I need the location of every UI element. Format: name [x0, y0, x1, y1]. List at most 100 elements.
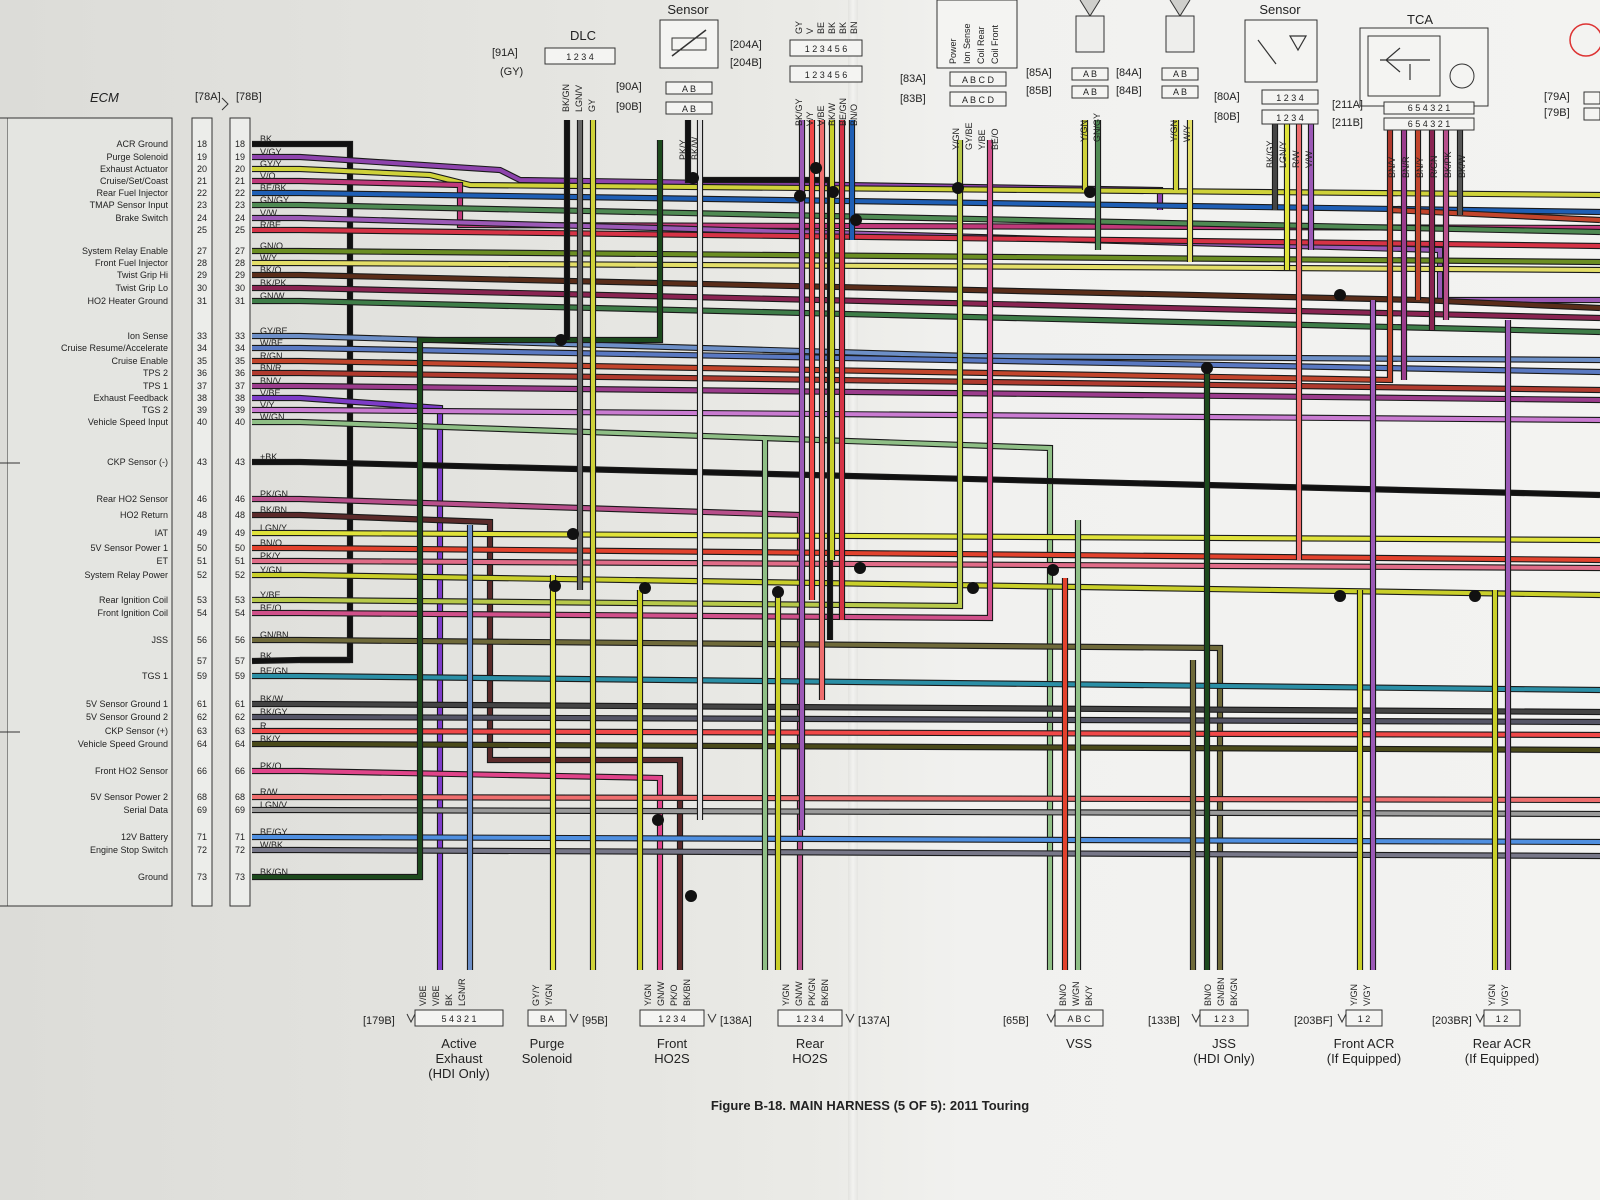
- sensor-90-wire-label: PK/Y: [678, 139, 688, 160]
- ecm-pin-number-b: 72: [235, 845, 245, 855]
- ecm-wire-56-outline: [252, 636, 1224, 970]
- ecm-wire-66-outline: [252, 767, 664, 970]
- ecm-pin-number-a: 31: [197, 296, 207, 306]
- ecm-wire-color-label: BN/V: [260, 376, 281, 386]
- ecm-pin-number-a: 28: [197, 258, 207, 268]
- ecm-pin-number-b: 43: [235, 457, 245, 467]
- ecm-pin-function: Purge Solenoid: [106, 152, 168, 162]
- ecm-wire-color-label: V/Y: [260, 400, 275, 410]
- ecm-pin-number-b: 18: [235, 139, 245, 149]
- ecm-wire-color-label: V/O: [260, 171, 276, 181]
- ecm-wire-color-label: BE/GN: [260, 666, 288, 676]
- conn_85-wire-label: GN/GY: [1092, 113, 1102, 142]
- ecm-pin-number-b: 31: [235, 296, 245, 306]
- ecm-outline: [0, 117, 9, 907]
- ecm-pin-number-b: 48: [235, 510, 245, 520]
- tca-wire-label: BN/R: [1401, 156, 1411, 178]
- ecm-pin-function: 5V Sensor Power 2: [90, 792, 168, 802]
- ecm-pin-number-a: 63: [197, 726, 207, 736]
- sensor-80-wire-label: R/W: [1291, 150, 1301, 168]
- ecm-wire-color-label: BN/O: [260, 538, 282, 548]
- bottom-wire-label: V/GY: [1362, 984, 1372, 1006]
- junction-dot: [685, 890, 697, 902]
- ecm-pin-number-b: 22: [235, 188, 245, 198]
- sensor-80-title: Sensor: [1259, 2, 1301, 17]
- ecm-wire-28: [252, 261, 1600, 272]
- conn-204-top-wire-label: GY: [794, 21, 804, 34]
- bottom-component-name: Front ACR(If Equipped): [1327, 1036, 1401, 1066]
- bottom-connector-label: [179B]: [363, 1015, 395, 1027]
- bottom-component-name-line: Active: [441, 1036, 476, 1051]
- component-79-symbol: [1569, 23, 1600, 57]
- sensor-90-element: [671, 37, 707, 51]
- sensor-80-wire-label: BK/GY: [1265, 140, 1275, 168]
- ecm-pin-function: Cruise/Set/Coast: [100, 176, 169, 186]
- ecm-pin-number-a: 56: [197, 635, 207, 645]
- conn-83a-label: [83A]: [900, 73, 926, 85]
- bottom-connector-4: [1054, 1009, 1104, 1027]
- ecm-pin-number-b: 69: [235, 805, 245, 815]
- conn_85-plug-top: [1079, 0, 1101, 17]
- bottom-component-name-line: Rear: [796, 1036, 825, 1051]
- ecm-wire-39: [252, 408, 1600, 422]
- bottom-component-name: Rear ACR(If Equipped): [1465, 1036, 1539, 1066]
- ecm-wire-61: [252, 702, 1600, 714]
- bottom-component-name-line: Front: [657, 1036, 688, 1051]
- ecm-pin-number-b: 34: [235, 343, 245, 353]
- ecm-pin-number-a: 57: [197, 656, 207, 666]
- ecm-pin-number-a: 50: [197, 543, 207, 553]
- ecm-wire-color-label: R/W: [260, 787, 278, 797]
- conn-204-wire-label: BK/W: [827, 102, 837, 126]
- ecm-pin-number-a: 59: [197, 671, 207, 681]
- bottom-wire-label: BK/BN: [682, 979, 692, 1006]
- ecm-pin-number-a: 20: [197, 164, 207, 174]
- mate-symbol: [221, 97, 229, 111]
- ecm-pin-number-a: 71: [197, 832, 207, 842]
- ecm-pin-number-b: 38: [235, 393, 245, 403]
- conn-83b: [949, 91, 1007, 107]
- sensor-90-wire-label: BK/W: [690, 136, 700, 160]
- conn_85-pins-b: A B: [1083, 87, 1097, 97]
- ecm-pin-function: Rear HO2 Sensor: [96, 494, 168, 504]
- ecm-pin-number-b: 64: [235, 739, 245, 749]
- junction-layer: [549, 162, 1481, 902]
- bottom-component-name-line: Purge: [530, 1036, 565, 1051]
- conn_84-pins-b: A B: [1173, 87, 1187, 97]
- junction-dot: [1084, 186, 1096, 198]
- junction-dot: [794, 190, 806, 202]
- sensor-90-pins-b: A B: [682, 104, 696, 114]
- ecm-wire-color-label: +BK: [260, 452, 277, 462]
- bottom-connector-label: [95B]: [582, 1015, 608, 1027]
- bottom-connector-6: [1345, 1009, 1383, 1027]
- junction-dot: [952, 182, 964, 194]
- ecm-wire-50: [252, 546, 1600, 562]
- ecm-wire-color-label: BK/BN: [260, 505, 287, 515]
- bottom-connector-1: [527, 1009, 567, 1027]
- junction-dot: [810, 162, 822, 174]
- tca-wire-label: BN/Y: [1415, 157, 1425, 178]
- bottom-component-name-line: (HDI Only): [428, 1066, 489, 1081]
- ecm-wire-34: [252, 346, 1600, 374]
- ecm-pin-function: System Relay Enable: [82, 246, 168, 256]
- wire-layer: [251, 120, 1600, 970]
- ecm-pin-number-a: 61: [197, 699, 207, 709]
- ecm-pin-number-a: 43: [197, 457, 207, 467]
- ecm-pin-number-a: 33: [197, 331, 207, 341]
- ecm-pin-number-b: 46: [235, 494, 245, 504]
- ecm-pin-number-b: 52: [235, 570, 245, 580]
- junction-dot: [854, 562, 866, 574]
- conn-83-pin-label: Coil Front: [990, 24, 1000, 64]
- bottom-wire-label: BK: [444, 994, 454, 1006]
- ecm-pin-number-a: 34: [197, 343, 207, 353]
- conn_84-conn-a-label: [84A]: [1116, 67, 1142, 79]
- conn-204-top-wire-label: BE: [816, 22, 826, 34]
- ecm-wire-color-label: BK/GY: [260, 707, 288, 717]
- ecm-wire-68: [252, 795, 1600, 802]
- bottom-component-name-line: HO2S: [654, 1051, 690, 1066]
- conn_84-wire-label: Y/GN: [1169, 120, 1179, 142]
- ecm-wire-color-label: R/BE: [260, 220, 281, 230]
- ecm-pin-function: TMAP Sensor Input: [90, 200, 169, 210]
- ecm-pin-function: Twist Grip Lo: [115, 283, 168, 293]
